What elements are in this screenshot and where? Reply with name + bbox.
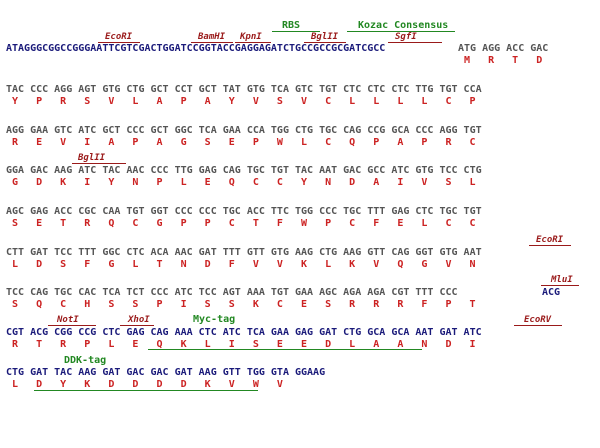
site-underline-bglii (72, 163, 126, 164)
translation-line: L D Y K D D D D K V W V (12, 379, 283, 390)
feature-label-ddk: DDK-tag (64, 355, 107, 366)
translation-line: R E V I A P A G S E P W L C Q P A P R C (12, 137, 476, 148)
feature-label-myc: Myc-tag (193, 314, 236, 325)
sequence-line: TAC CCC AGG AGT GTG CTG GCT CCT GCT TAT … (6, 84, 482, 95)
sequence-line: CGT ACG CGG CCG CTC GAG CAG AAA CTC ATC … (6, 327, 482, 338)
translation-line: M R T D (464, 55, 543, 66)
translation-line: L D S F G L T N D F V V K L K V Q G V N (12, 259, 476, 270)
site-underline-noti (48, 325, 96, 326)
site-label-ecorv: EcoRV (524, 315, 552, 325)
sequence-line: AGC GAG ACC CGC CAA TGT GGT CCC CCC TGC … (6, 206, 482, 217)
sequence-line: AGG GAA GTC ATC GCT CCC GCT GGC TCA GAA … (6, 125, 482, 136)
sequence-line: ATG AGG ACC GAC (458, 43, 549, 54)
site-underline-ecori (98, 42, 140, 43)
site-underline-bglii (304, 42, 346, 43)
site-underline-ecorv (514, 325, 562, 326)
translation-line: R T R P L E Q K L I S E E D L A A N D I (12, 339, 476, 350)
sequence-line: CTG GAT TAC AAG GAT GAC GAC GAT AAG GTT … (6, 367, 326, 378)
site-label-xhoi: XhoI (128, 315, 150, 325)
site-label-ecori: EcoRI (105, 32, 133, 42)
feature-underline-myc (148, 349, 422, 350)
feature-underline-kozak (347, 31, 455, 32)
site-underline-ecori (529, 245, 571, 246)
feature-underline-rbs (272, 31, 320, 32)
site-underline-sgfi (388, 42, 442, 43)
site-label-noti: NotI (57, 315, 79, 325)
site-label-sgfi: SgfI (395, 32, 417, 42)
sequence-line: ATAGGGCGGCCGGGAATTCGTCGACTGGATCCGGTACCGA… (6, 43, 386, 54)
translation-line: G D K I Y N P L E Q C C Y N D A I V S L (12, 177, 476, 188)
site-underline-mlui (541, 285, 579, 286)
sequence-line: TCC CAG TGC CAC TCA TCT CCC ATC TCC AGT … (6, 287, 458, 298)
site-underline-xhoi (120, 325, 154, 326)
sequence-line: CTT GAT TCC TTT GGC CTC ACA AAC GAT TTT … (6, 247, 482, 258)
translation-line: S E T R Q C G P P C T F W P C F E L C C (12, 218, 476, 229)
site-label-bglii: BglII (78, 153, 106, 163)
feature-label-rbs: RBS (282, 20, 301, 31)
site-label-kpni: KpnI (240, 32, 262, 42)
feature-underline-ddk (34, 390, 258, 391)
sequence-line: ACG (542, 287, 561, 298)
sequence-line: GGA GAC AAG ATC TAC AAC CCC TTG GAG CAG … (6, 165, 482, 176)
translation-line: S Q C H S S P I S S K C E S R R R F P T (12, 299, 476, 310)
site-underline-bamhi (191, 42, 233, 43)
feature-label-kozak: Kozac Consensus (358, 20, 449, 31)
site-label-bglii: BglII (311, 32, 339, 42)
site-label-bamhi: BamHI (198, 32, 226, 42)
site-label-ecori: EcoRI (536, 235, 564, 245)
site-label-mlui: MluI (551, 275, 573, 285)
translation-line: Y P R S V L A P A Y V S V C L L L L C P (12, 96, 476, 107)
site-underline-kpni (235, 42, 271, 43)
